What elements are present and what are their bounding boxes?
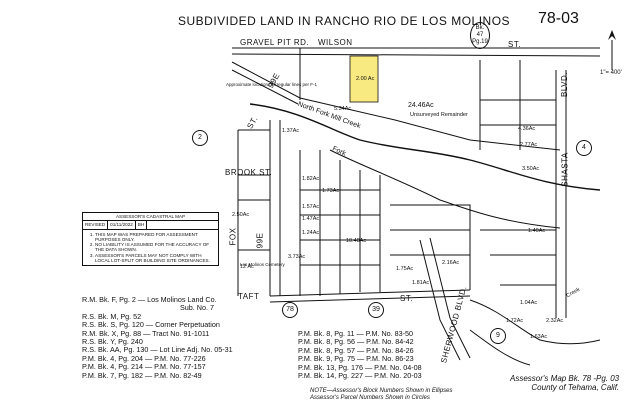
reference-line: R.S. Bk. S, Pg. 120 — Corner Perpetuatio… — [82, 320, 220, 330]
acreage-label: 1.47Ac — [302, 216, 320, 222]
acreage-label: 1.04Ac — [520, 300, 538, 306]
acreage-label: 3.50Ac — [522, 166, 540, 172]
map-footer: Assessor's Map Bk. 78 -Pg. 03 County of … — [510, 374, 619, 392]
legend-note: ASSESSOR'S PARCELS MAY NOT COMPLY WITH L… — [95, 253, 216, 264]
acreage-label: 2.16Ac — [442, 260, 460, 266]
acreage-label: 2.50Ac — [232, 212, 250, 218]
label-irregular-lines: Approximate location of irregular lines … — [226, 82, 318, 87]
footer-line: Assessor's Map Bk. 78 -Pg. 03 — [510, 374, 620, 383]
acreage-label: 1.63Ac — [530, 334, 548, 340]
acreage-label: 1.57Ac — [302, 204, 320, 210]
reference-line: P.M. Bk. 8, Pg. 11 — P.M. No. 83-50 — [298, 329, 414, 338]
map-title: SUBDIVIDED LAND IN RANCHO RIO DE LOS MOL… — [178, 14, 511, 28]
acreage-label: 1.24Ac — [302, 230, 320, 236]
legend-by: BH — [136, 221, 148, 229]
reference-line: P.M. Bk. 7, Pg. 182 — P.M. No. 82-49 — [82, 370, 202, 380]
legend-revision-row: REVISED 01/11/2022 BH — [83, 221, 218, 230]
acreage-label: 12 Ac — [240, 264, 254, 270]
reference-line: P.M. Bk. 14, Pg. 227 — P.M. No. 20-03 — [298, 371, 422, 381]
legend-notes: THIS MAP WAS PREPARED FOR ASSESSMENT PUR… — [83, 230, 218, 266]
reference-line: P.M. Bk. 8, Pg. 56 — P.M. No. 84-42 — [298, 337, 414, 347]
legend-date: 01/11/2022 — [108, 221, 136, 229]
parcel-circle-9: 9 — [490, 328, 506, 344]
street-shasta: SHASTA — [560, 152, 570, 187]
street-wilson: WILSON — [318, 38, 353, 47]
acreage-label: 1.81Ac — [412, 280, 430, 286]
reference-line: R.M. Bk. X, Pg. 88 — Tract No. 91-1011 — [82, 328, 210, 338]
acreage-label: 2.00 Ac — [356, 76, 375, 82]
acreage-label: 1.40Ac — [528, 228, 546, 234]
reference-line: R.S. Bk. AA, Pg. 130 — Lot Line Adj. No.… — [82, 345, 233, 355]
cadastral-legend: ASSESSOR'S CADASTRAL MAP REVISED 01/11/2… — [82, 212, 219, 267]
parcel-circle-78: 78 — [282, 302, 298, 318]
label-cemetery: Los Molinos Cemetery — [240, 262, 285, 267]
map-number: 78-03 — [538, 10, 579, 27]
reference-line: P.M. Bk. 4, Pg. 214 — P.M. No. 77-157 — [82, 362, 206, 372]
acreage-label: 10.48Ac — [346, 238, 367, 244]
street-taft-st: ST. — [400, 294, 414, 303]
reference-line: P.M. Bk. 8, Pg. 57 — P.M. No. 84-26 — [298, 345, 414, 355]
street-taft: TAFT — [238, 292, 260, 301]
acreage-label: 2.32Ac — [546, 318, 564, 324]
legend-note: THIS MAP WAS PREPARED FOR ASSESSMENT PUR… — [95, 232, 216, 243]
reference-line: R.S. Bk. Y, Pg. 240 — [82, 337, 143, 347]
reference-line: P.M. Bk. 13, Pg. 176 — P.M. No. 04-08 — [298, 362, 422, 372]
reference-line: R.M. Bk. F, Pg. 2 — Los Molinos Land Co. — [82, 295, 217, 304]
street-shasta-blvd: BLVD. — [560, 71, 570, 98]
street-gravel-pit: GRAVEL PIT RD. — [240, 38, 310, 47]
book-ref-line1: Bk. — [475, 25, 485, 31]
reference-line: Sub. No. 7 — [180, 303, 214, 313]
legend-header: ASSESSOR'S CADASTRAL MAP — [83, 213, 218, 222]
label-unsurveyed: Unsurveyed Remainder — [410, 112, 468, 118]
references-right: P.M. Bk. 8, Pg. 11 — P.M. No. 83-50 P.M.… — [298, 329, 422, 381]
street-wilson-st: ST. — [508, 40, 522, 49]
reference-line: P.M. Bk. 4, Pg. 204 — P.M. No. 77-226 — [82, 353, 206, 363]
acreage-label: 5.34Ac — [334, 106, 352, 112]
references-left: R.M. Bk. F, Pg. 2 — Los Molinos Land Co.… — [82, 295, 233, 380]
parcel-circle-2: 2 — [192, 130, 208, 146]
acreage-label: 1.73Ac — [322, 188, 340, 194]
parcel-circle-4: 4 — [576, 140, 592, 156]
street-fox: FOX — [228, 227, 238, 246]
footer-line: County of Tehama, Calif. — [531, 383, 620, 392]
book-ref-line3: Pg.19 — [472, 39, 488, 45]
acreage-label: 1.82Ac — [302, 176, 320, 182]
acreage-label: 1.72Ac — [506, 318, 524, 324]
map-note: NOTE—Assessor's Block Numbers Shown in E… — [310, 388, 453, 402]
book-ref-line2: 47 — [476, 32, 484, 38]
parcel-circle-39: 39 — [368, 302, 384, 318]
legend-revised: REVISED — [83, 221, 109, 229]
note-line: NOTE—Assessor's Block Numbers Shown in E… — [310, 388, 453, 394]
acreage-label: 24.46Ac — [408, 102, 434, 109]
street-99e-lower: 99E — [255, 232, 265, 249]
reference-line: P.M. Bk. 9, Pg. 75 — P.M. No. 86-23 — [298, 354, 414, 364]
scale-label: 1"= 400' — [600, 70, 622, 76]
acreage-label: 4.36Ac — [518, 126, 536, 132]
note-line: Assessor's Parcel Numbers Shown in Circl… — [310, 395, 430, 401]
acreage-label: 3.73Ac — [288, 254, 306, 260]
legend-note: NO LIABILITY IS ASSUMED FOR THE ACCURACY… — [95, 242, 216, 253]
street-brook: BROOK ST. — [225, 168, 273, 177]
acreage-label: 1.37Ac — [282, 128, 300, 134]
acreage-label: 2.77Ac — [520, 142, 538, 148]
acreage-label: 1.75Ac — [396, 266, 414, 272]
reference-line: R.S. Bk. M, Pg. 52 — [82, 311, 142, 321]
